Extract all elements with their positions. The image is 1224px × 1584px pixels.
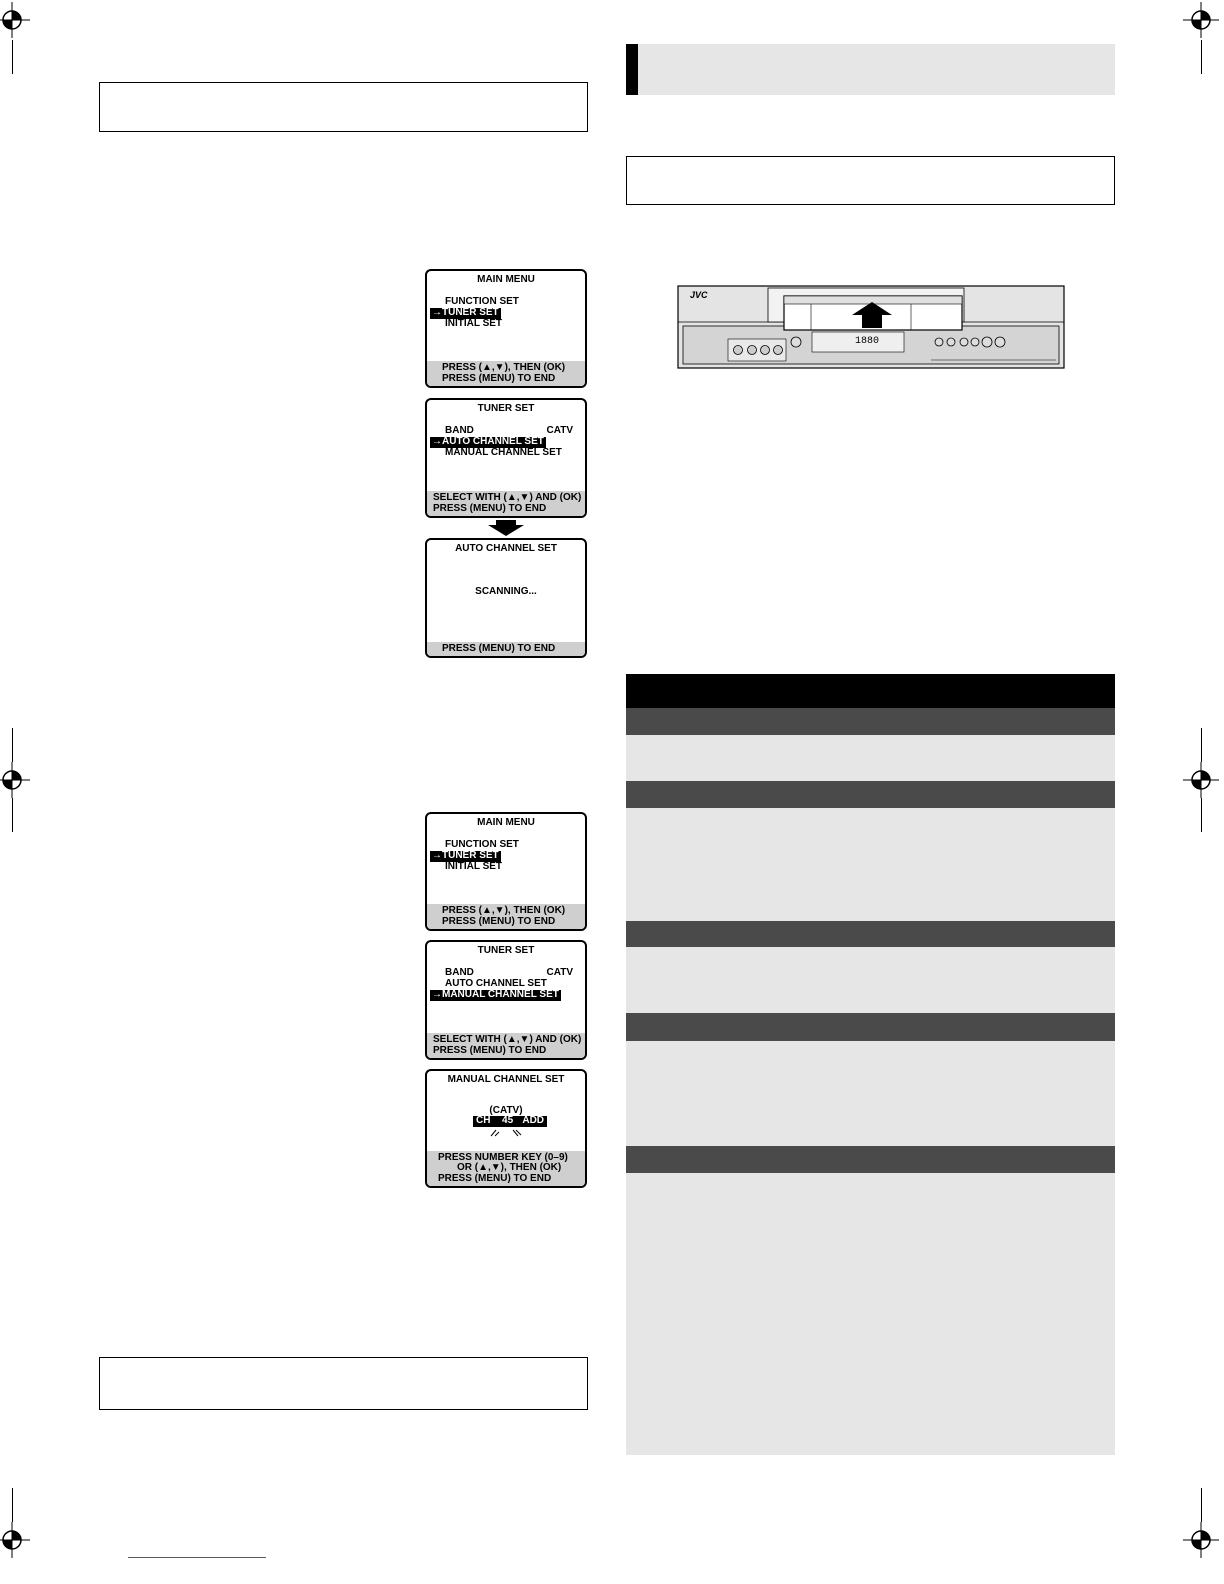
osd-footer-line: PRESS NUMBER KEY (0–9): [438, 1151, 568, 1163]
osd-footer-line: SELECT WITH (▲,▼) AND (OK): [433, 492, 582, 503]
osd-channel-status: ADD: [522, 1115, 545, 1126]
osd-title: AUTO CHANNEL SET: [455, 543, 557, 554]
crop-line: [12, 40, 13, 74]
osd-footer-line: SELECT WITH (▲,▼) AND (OK): [433, 1034, 582, 1045]
table-row: [626, 947, 1115, 1013]
crop-line: [1201, 1488, 1202, 1522]
table-subheader: [626, 708, 1115, 735]
osd-menu-item-label: MANUAL CHANNEL SET: [442, 989, 559, 1000]
osd-footer: SELECT WITH (▲,▼) AND (OK) PRESS (MENU) …: [427, 491, 585, 516]
osd-main-menu-screen: MAIN MENU FUNCTION SET →TUNER SET INITIA…: [425, 269, 587, 388]
osd-menu-item-selected: →TUNER SET: [430, 307, 501, 319]
osd-menu-item: MANUAL CHANNEL SET: [445, 447, 562, 458]
crop-line: [1201, 728, 1202, 762]
osd-band-label: (CATV): [489, 1105, 523, 1116]
right-heading-box: [626, 156, 1115, 205]
table-row: [626, 808, 1115, 921]
osd-footer: SELECT WITH (▲,▼) AND (OK) PRESS (MENU) …: [427, 1033, 585, 1058]
osd-scanning-message: SCANNING...: [475, 586, 537, 597]
osd-menu-item: AUTO CHANNEL SET: [445, 978, 547, 989]
osd-footer: PRESS NUMBER KEY (0–9) OR (▲,▼), THEN (O…: [427, 1150, 585, 1186]
section-heading: [638, 44, 1115, 95]
footer-link-underline[interactable]: [128, 1557, 266, 1558]
osd-footer-line: PRESS (MENU) TO END: [433, 1044, 547, 1056]
osd-footer: PRESS (▲,▼), THEN (OK) PRESS (MENU) TO E…: [427, 361, 585, 386]
osd-channel-row: CH 45 ADD: [473, 1115, 548, 1127]
osd-menu-item-selected: →AUTO CHANNEL SET: [430, 436, 546, 448]
osd-title: MAIN MENU: [477, 817, 535, 828]
crop-line: [1201, 40, 1202, 74]
table-subheader: [626, 1146, 1115, 1173]
crop-line: [1201, 798, 1202, 832]
osd-footer-line: PRESS (MENU) TO END: [442, 642, 556, 654]
osd-footer-line: PRESS (▲,▼), THEN (OK): [442, 362, 566, 373]
osd-menu-item: INITIAL SET: [445, 318, 503, 329]
left-heading-box: [99, 82, 588, 132]
vcr-display-readout: 1880: [855, 336, 880, 347]
osd-band-value: CATV: [546, 425, 573, 436]
osd-menu-item-selected: →MANUAL CHANNEL SET: [430, 989, 561, 1001]
osd-manual-channel-set-screen: MANUAL CHANNEL SET (CATV) CH 45 ADD PRES…: [425, 1069, 587, 1188]
osd-title: TUNER SET: [477, 945, 535, 956]
osd-auto-channel-set-screen: AUTO CHANNEL SET SCANNING... PRESS (MENU…: [425, 538, 587, 658]
crop-line: [12, 728, 13, 762]
osd-menu-item: BAND: [445, 425, 474, 436]
crop-line: [12, 1488, 13, 1522]
osd-channel-label: CH: [476, 1115, 491, 1126]
osd-menu-item-label: AUTO CHANNEL SET: [442, 436, 544, 447]
osd-tuner-set-screen: TUNER SET BAND CATV AUTO CHANNEL SET →MA…: [425, 940, 587, 1060]
osd-channel-number: 45: [502, 1115, 514, 1126]
table-row: [626, 735, 1115, 781]
osd-footer-line: PRESS (MENU) TO END: [438, 1172, 552, 1184]
table-subheader: [626, 1013, 1115, 1041]
table-row: [626, 1041, 1115, 1146]
crop-line: [12, 798, 13, 832]
osd-footer-line: PRESS (▲,▼), THEN (OK): [442, 905, 566, 916]
osd-menu-item-label: TUNER SET: [442, 850, 499, 861]
osd-footer-line: PRESS (MENU) TO END: [433, 502, 547, 514]
osd-footer-line: PRESS (MENU) TO END: [442, 372, 556, 384]
osd-menu-item: BAND: [445, 967, 474, 978]
osd-menu-item-label: TUNER SET: [442, 307, 499, 318]
osd-title: MAIN MENU: [477, 274, 535, 285]
osd-menu-item: FUNCTION SET: [445, 296, 519, 307]
section-heading-bar: [626, 44, 638, 95]
osd-title: TUNER SET: [477, 403, 535, 414]
osd-footer-line: OR (▲,▼), THEN (OK): [457, 1162, 562, 1173]
table-subheader: [626, 921, 1115, 947]
osd-band-value: CATV: [546, 967, 573, 978]
osd-menu-item: INITIAL SET: [445, 861, 503, 872]
table-subheader: [626, 781, 1115, 808]
osd-footer-line: PRESS (MENU) TO END: [442, 915, 556, 927]
osd-footer: PRESS (▲,▼), THEN (OK) PRESS (MENU) TO E…: [427, 904, 585, 929]
osd-tuner-set-screen: TUNER SET BAND CATV →AUTO CHANNEL SET MA…: [425, 398, 587, 518]
osd-footer: PRESS (MENU) TO END: [427, 641, 585, 656]
osd-main-menu-screen: MAIN MENU FUNCTION SET →TUNER SET INITIA…: [425, 812, 587, 931]
table-header: [626, 674, 1115, 708]
left-note-box: [99, 1357, 588, 1410]
table-row: [626, 1173, 1115, 1455]
osd-menu-item-selected: →TUNER SET: [430, 850, 501, 862]
osd-menu-item: FUNCTION SET: [445, 839, 519, 850]
osd-title: MANUAL CHANNEL SET: [447, 1074, 565, 1085]
vcr-brand-logo: JVC: [690, 290, 708, 300]
